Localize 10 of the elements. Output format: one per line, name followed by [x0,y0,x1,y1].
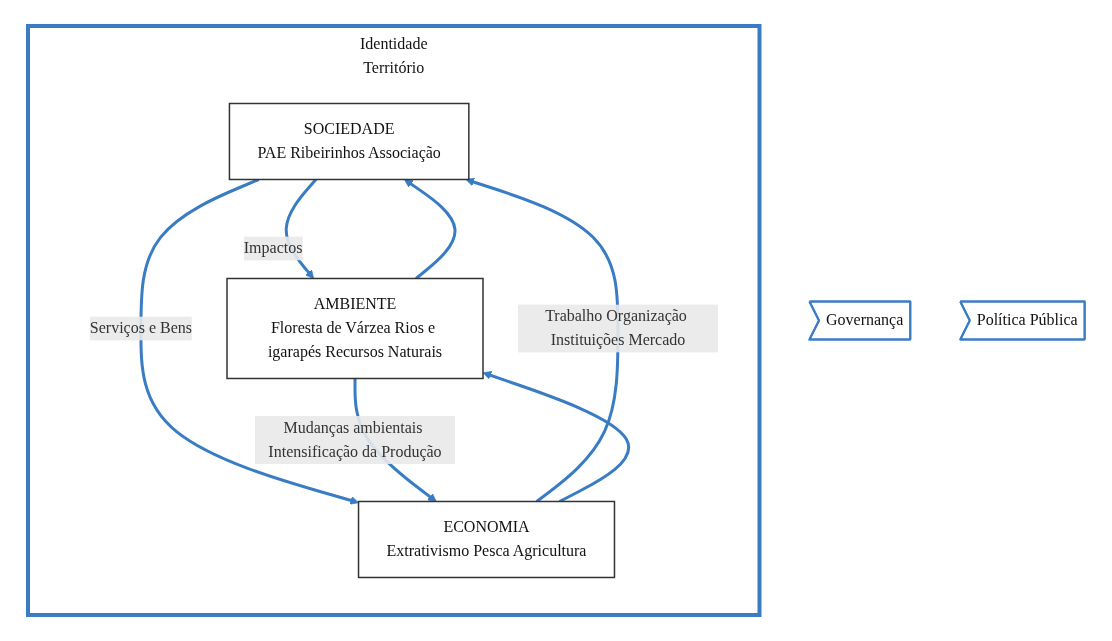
node-box: SOCIEDADE PAE Ribeirinhos Associação [228,102,470,181]
edge-label: Trabalho Organização Instituições Mercado [544,307,687,349]
arrow [465,177,620,503]
edge-label: Impactos [243,239,303,257]
node-box: AMBIENTE Floresta de Várzea Rios e igarapés Recursos Naturais [225,277,484,380]
edge-label: Serviços e Bens [89,319,192,337]
edge-label: Mudanças ambientais Intensificação da Produção [268,418,442,460]
node-box: ECONOMIA Extrativismo Pesca Agricultura [357,500,615,579]
arrow [403,179,457,280]
arrow [482,371,630,503]
